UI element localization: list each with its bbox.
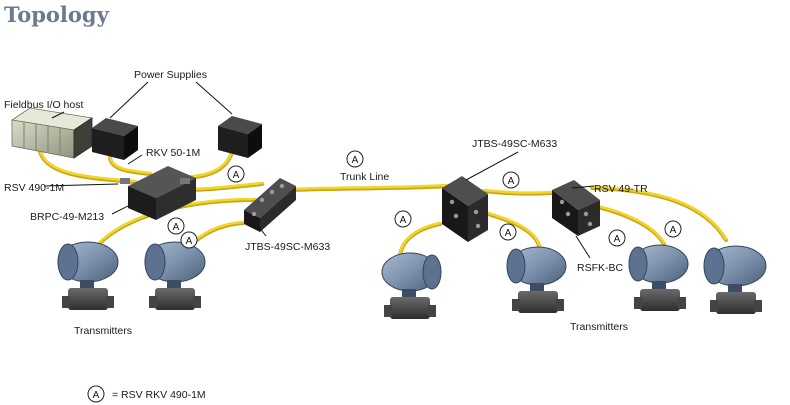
transmitter-1 (57, 241, 119, 310)
transmitter-6 (703, 245, 767, 314)
rsfk-block (552, 180, 600, 236)
jtbs-left (244, 178, 296, 232)
pointer-lines (43, 81, 595, 259)
svg-text:A: A (400, 215, 407, 226)
spur-cable-5 (596, 205, 666, 246)
jtbs-right (442, 176, 488, 242)
svg-text:A: A (233, 170, 240, 181)
label-transmitters-right: Transmitters (570, 321, 628, 333)
legend: A = RSV RKV 490-1M (87, 385, 206, 403)
legend-marker-a: A (87, 385, 105, 403)
transmitter-5 (628, 244, 689, 311)
page-title: Topology (4, 2, 109, 27)
label-rsv-490: RSV 490-1M (4, 182, 64, 194)
cable-marker-a-1: A (227, 165, 245, 183)
transmitter-2 (144, 241, 206, 310)
label-power-supplies: Power Supplies (134, 69, 207, 81)
label-rsv-49tr: RSV 49-TR (594, 183, 648, 195)
cable-marker-a-6: A (499, 223, 517, 241)
cable-marker-a-8: A (608, 229, 626, 247)
transmitter-3 (381, 252, 442, 319)
legend-text: = RSV RKV 490-1M (112, 389, 206, 401)
svg-text:A: A (614, 234, 621, 245)
svg-text:A: A (186, 236, 193, 247)
label-rsfk: RSFK-BC (577, 262, 624, 274)
cable-marker-a-7: A (502, 171, 520, 189)
svg-text:A: A (173, 222, 180, 233)
label-brpc: BRPC-49-M213 (30, 211, 104, 223)
label-transmitters-left: Transmitters (74, 325, 132, 337)
cable-marker-a-4: A (180, 231, 198, 249)
cable-marker-a-9: A (664, 220, 682, 238)
cable-marker-a-3: A (167, 217, 185, 235)
label-fieldbus-host: Fieldbus I/O host (4, 99, 83, 111)
label-jtbs-right: JTBS-49SC-M633 (472, 138, 557, 150)
svg-text:A: A (505, 228, 512, 239)
label-trunk-line: Trunk Line (340, 171, 389, 183)
label-rkv: RKV 50-1M (146, 147, 200, 159)
power-supply-2 (218, 116, 262, 158)
svg-text:A: A (508, 176, 515, 187)
svg-text:A: A (670, 225, 677, 236)
svg-text:A: A (93, 390, 100, 401)
cable-marker-a-2: A (346, 150, 364, 168)
cable-marker-a-5: A (394, 210, 412, 228)
fieldbus-io-host (10, 107, 94, 159)
label-jtbs-left: JTBS-49SC-M633 (245, 241, 330, 253)
power-supply-1 (92, 118, 138, 160)
transmitter-4 (506, 246, 567, 313)
svg-text:A: A (352, 155, 359, 166)
brpc-block (120, 166, 196, 220)
